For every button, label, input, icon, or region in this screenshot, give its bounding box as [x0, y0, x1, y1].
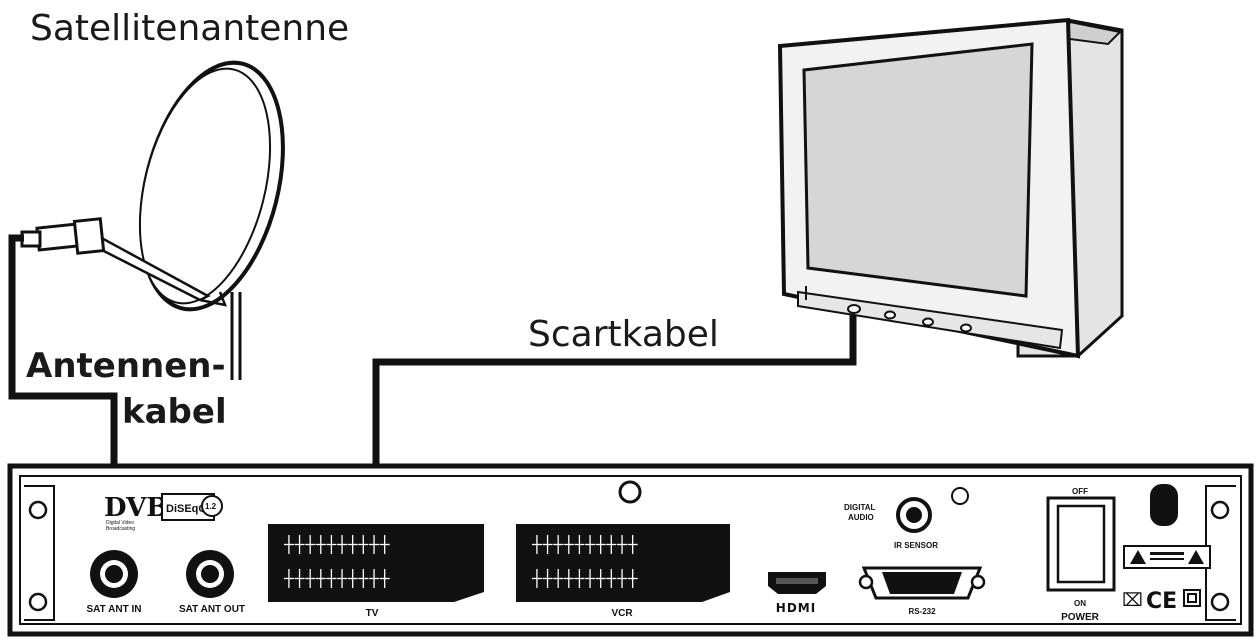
svg-text:DiSEqC: DiSEqC: [166, 503, 206, 515]
svg-text:TV: TV: [366, 608, 379, 619]
scart-tv-port: ┼┼┼┼┼┼┼┼┼┼ ┼┼┼┼┼┼┼┼┼┼ TV: [268, 524, 484, 619]
svg-text:CE: CE: [1146, 589, 1177, 614]
antenna-cable-label-line1: Antennen-: [26, 346, 226, 386]
svg-text:DIGITAL: DIGITAL: [844, 503, 876, 512]
power-cord: [1150, 484, 1178, 526]
svg-text:OFF: OFF: [1072, 487, 1088, 496]
receiver-back-panel: [7, 463, 1254, 637]
svg-text:POWER: POWER: [1061, 612, 1100, 623]
svg-text:⌧: ⌧: [1122, 590, 1143, 611]
sat-ant-in-port: SAT ANT IN: [87, 550, 142, 615]
svg-text:SAT ANT OUT: SAT ANT OUT: [179, 604, 245, 615]
svg-text:SAT ANT IN: SAT ANT IN: [87, 604, 142, 615]
svg-text:DVB: DVB: [104, 493, 168, 523]
svg-text:HDMI: HDMI: [776, 601, 816, 615]
svg-text:ON: ON: [1074, 599, 1086, 608]
svg-text:┼┼┼┼┼┼┼┼┼┼: ┼┼┼┼┼┼┼┼┼┼: [531, 568, 638, 588]
antenna-cable-label-line2: kabel: [122, 392, 227, 432]
dvb-logo: DVB Digital Video Broadcasting: [104, 493, 168, 532]
warning-label: [1123, 545, 1211, 569]
television: [777, 17, 1124, 359]
satellite-dish: [20, 60, 285, 380]
svg-text:┼┼┼┼┼┼┼┼┼┼: ┼┼┼┼┼┼┼┼┼┼: [283, 534, 390, 554]
svg-text:┼┼┼┼┼┼┼┼┼┼: ┼┼┼┼┼┼┼┼┼┼: [531, 534, 638, 554]
power-switch: OFF ON POWER: [1046, 487, 1116, 623]
svg-text:AUDIO: AUDIO: [848, 513, 874, 522]
svg-text:RS-232: RS-232: [908, 607, 936, 616]
diseqc-logo: DiSEqC 1.2: [161, 493, 223, 521]
svg-text:VCR: VCR: [611, 608, 633, 619]
svg-text:IR SENSOR: IR SENSOR: [894, 541, 938, 550]
hdmi-port: HDMI: [768, 572, 826, 615]
scart-vcr-port: ┼┼┼┼┼┼┼┼┼┼ ┼┼┼┼┼┼┼┼┼┼ VCR: [516, 524, 730, 619]
svg-text:Digital Video: Digital Video: [106, 520, 134, 526]
compliance-marks: ⌧ CE: [1122, 589, 1201, 614]
antenna-cable: [8, 234, 118, 556]
rs232-port: RS-232: [858, 566, 986, 616]
digital-audio-port: DIGITAL AUDIO IR SENSOR: [844, 497, 938, 550]
svg-text:Broadcasting: Broadcasting: [106, 526, 135, 532]
svg-text:1.2: 1.2: [205, 502, 217, 511]
svg-text:┼┼┼┼┼┼┼┼┼┼: ┼┼┼┼┼┼┼┼┼┼: [283, 568, 390, 588]
sat-ant-out-port: SAT ANT OUT: [179, 550, 245, 615]
scart-cable: [372, 310, 857, 530]
scart-cable-label: Scartkabel: [528, 314, 719, 355]
satellite-antenna-label: Satellitenantenne: [30, 8, 350, 49]
